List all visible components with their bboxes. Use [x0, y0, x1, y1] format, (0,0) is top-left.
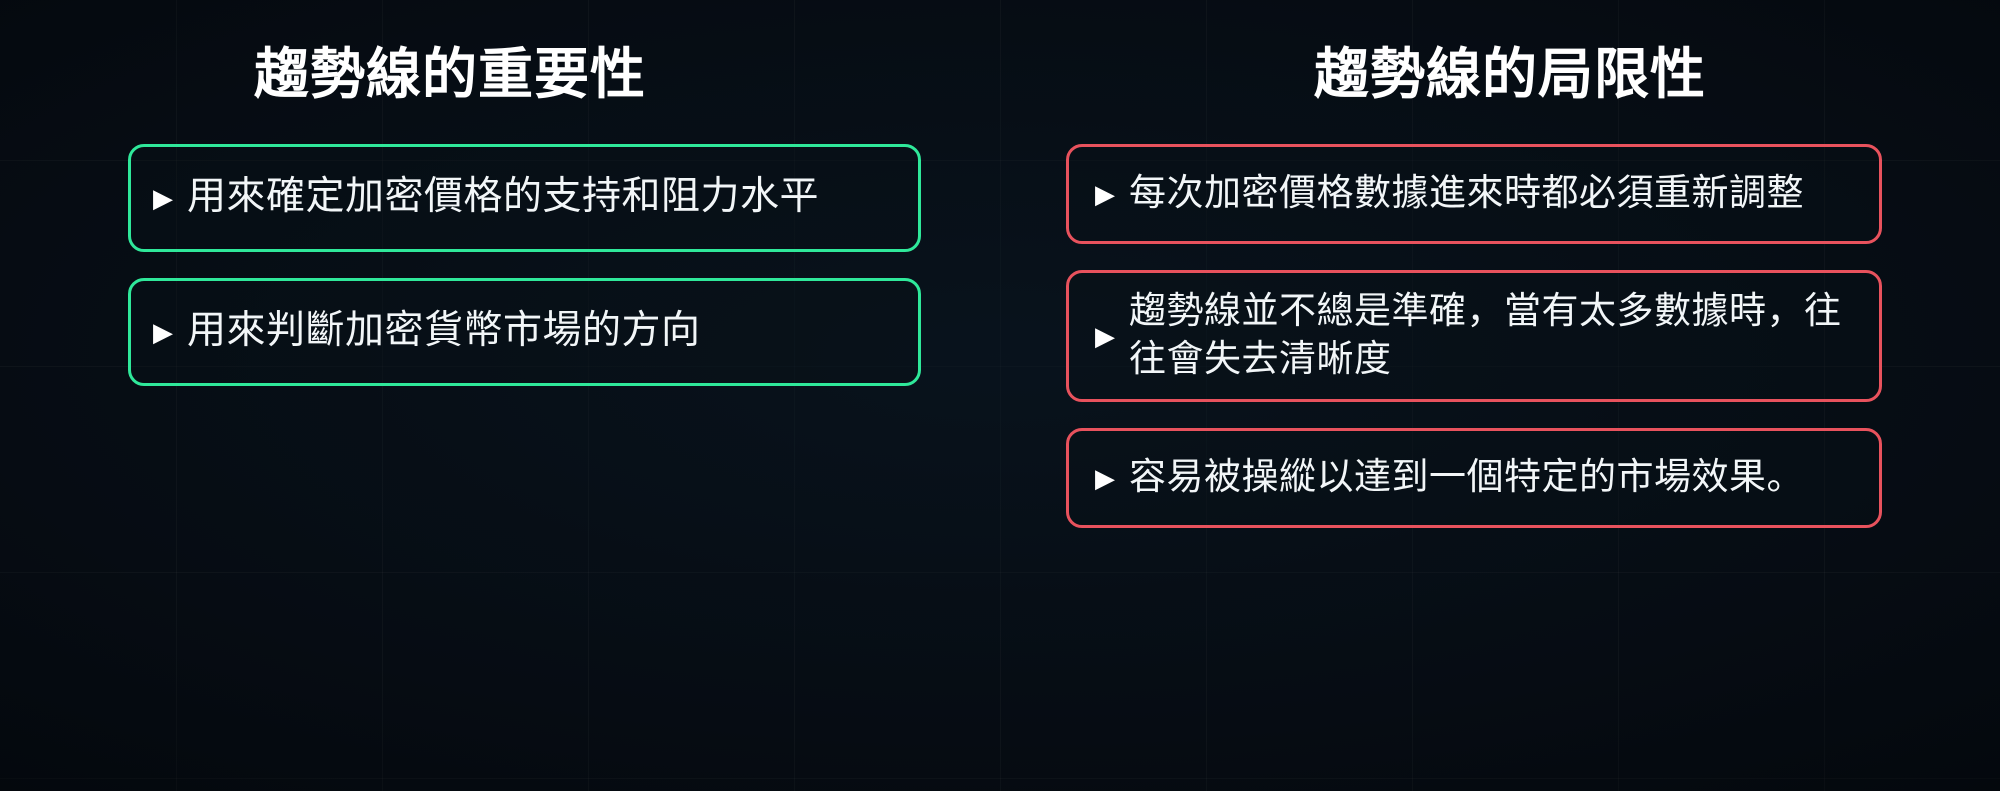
triangle-bullet-icon: ▶ [1095, 463, 1115, 494]
card-list-importance: ▶ 用來確定加密價格的支持和阻力水平 ▶ 用來判斷加密貨幣市場的方向 [128, 144, 921, 386]
triangle-bullet-icon: ▶ [1095, 321, 1115, 352]
triangle-bullet-icon: ▶ [1095, 179, 1115, 209]
bullet-card-text: 每次加密價格數據進來時都必須重新調整 [1129, 171, 1804, 213]
bullet-card[interactable]: ▶ 用來確定加密價格的支持和阻力水平 [128, 144, 921, 252]
bullet-card[interactable]: ▶ 趨勢線並不總是準確，當有太多數據時，往往會失去清晰度 [1066, 270, 1882, 403]
bullet-card-text: 容易被操縱以達到一個特定的市場效果。 [1129, 456, 1804, 498]
bullet-card-text: 用來確定加密價格的支持和阻力水平 [187, 174, 820, 218]
card-list-limitations: ▶ 每次加密價格數據進來時都必須重新調整 ▶ 趨勢線並不總是準確，當有太多數據時… [1066, 144, 1882, 529]
triangle-bullet-icon: ▶ [153, 317, 173, 347]
bullet-card-text: 趨勢線並不總是準確，當有太多數據時，往往會失去清晰度 [1129, 290, 1842, 380]
column-limitations: 趨勢線的局限性 ▶ 每次加密價格數據進來時都必須重新調整 ▶ 趨勢線並不總是準確… [1000, 0, 2000, 791]
triangle-bullet-icon: ▶ [153, 183, 173, 213]
bullet-card[interactable]: ▶ 每次加密價格數據進來時都必須重新調整 [1066, 144, 1882, 244]
bullet-card[interactable]: ▶ 容易被操縱以達到一個特定的市場效果。 [1066, 428, 1882, 529]
column-title-importance: 趨勢線的重要性 [253, 43, 646, 105]
column-title-limitations: 趨勢線的局限性 [1313, 43, 1706, 105]
bullet-card[interactable]: ▶ 用來判斷加密貨幣市場的方向 [128, 278, 921, 386]
bullet-card-text: 用來判斷加密貨幣市場的方向 [187, 308, 701, 352]
column-importance: 趨勢線的重要性 ▶ 用來確定加密價格的支持和阻力水平 ▶ 用來判斷加密貨幣市場的… [128, 43, 921, 386]
